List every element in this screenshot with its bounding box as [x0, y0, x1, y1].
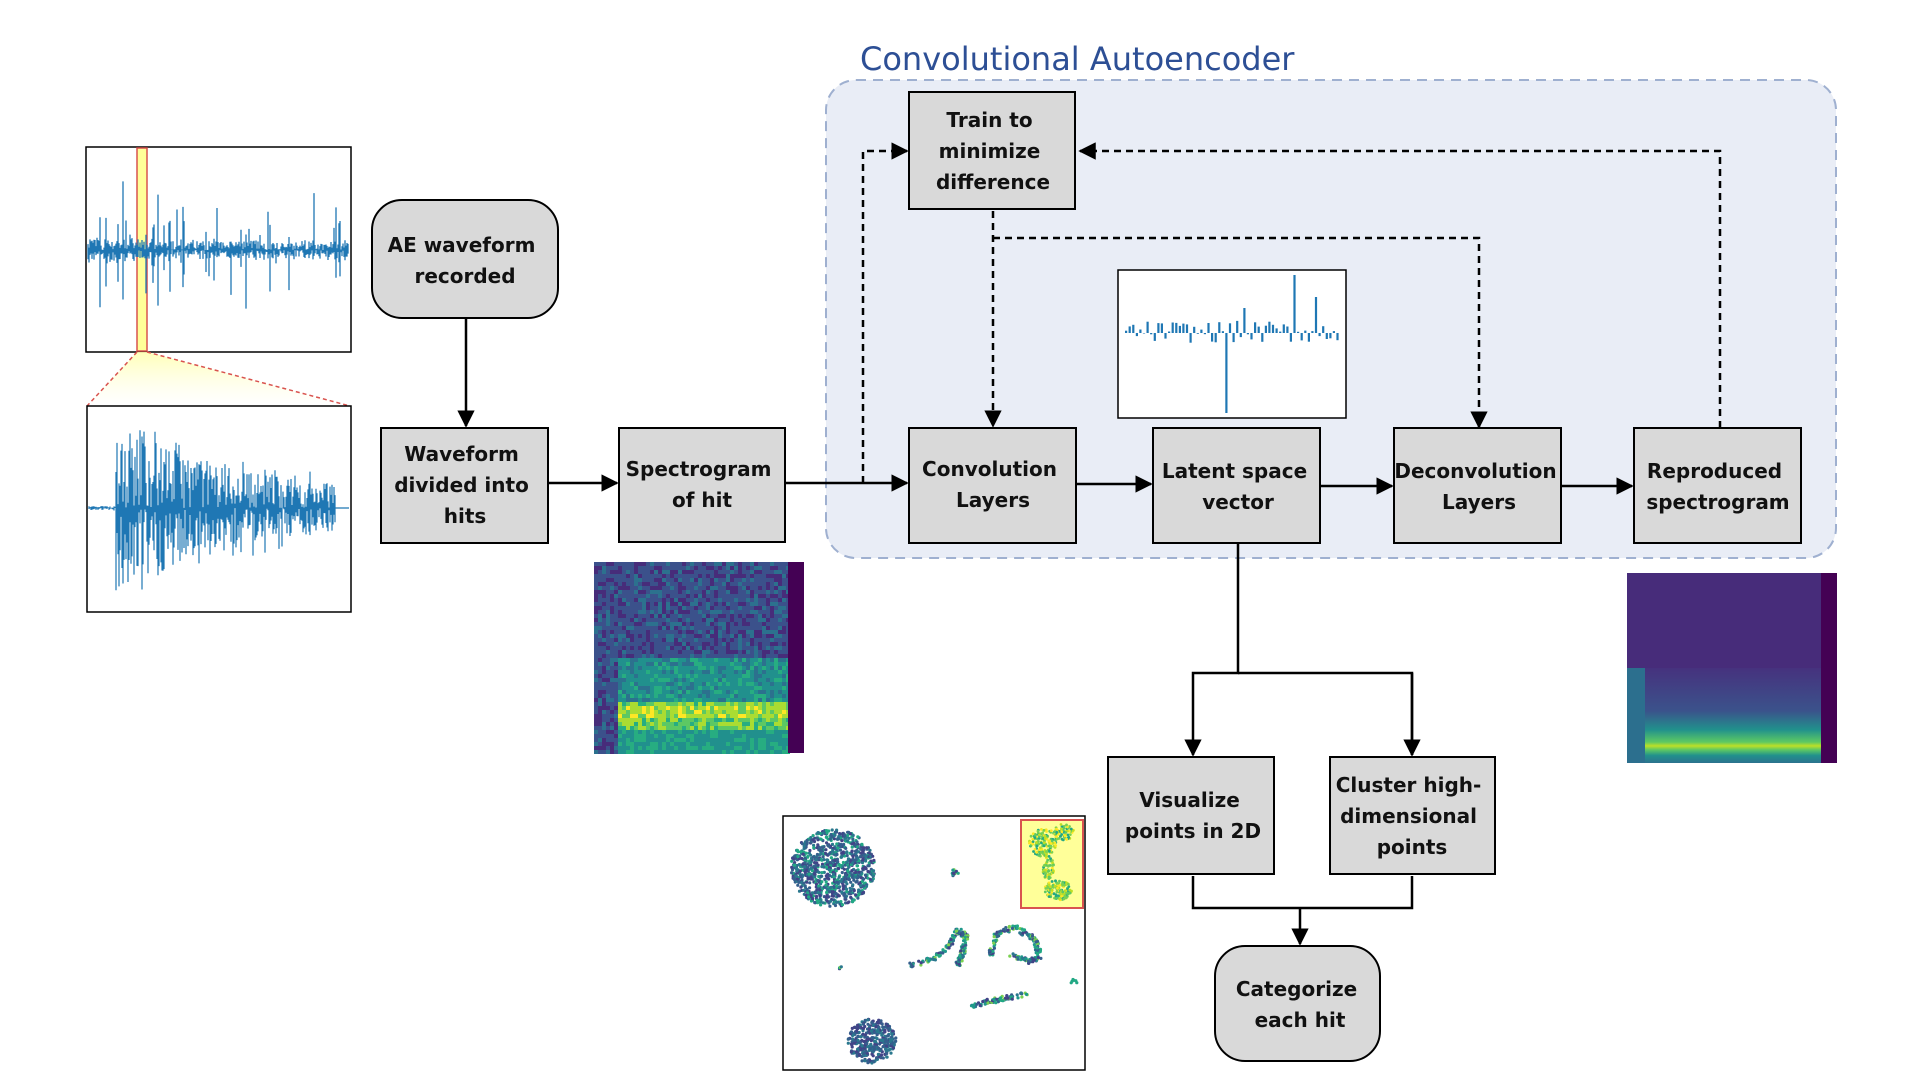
node-label: Reproduced spectrogram [1646, 459, 1789, 514]
node-label: Deconvolution Layers [1394, 459, 1563, 514]
node-ae-waveform: AE waveform recorded [371, 199, 559, 319]
node-reproduced: Reproduced spectrogram [1633, 427, 1802, 544]
connectors [457, 318, 1634, 946]
node-label: Categorize each hit [1236, 977, 1364, 1032]
node-cluster: Cluster high- dimensional points [1329, 756, 1496, 875]
node-label: Latent space vector [1162, 459, 1314, 514]
node-label: Train to minimize difference [936, 108, 1050, 194]
node-label: Waveform divided into hits [394, 442, 536, 528]
node-visualize: Visualize points in 2D [1107, 756, 1275, 875]
zoom-region [87, 352, 350, 406]
waveform-overview-plot [85, 146, 352, 353]
node-deconvolution: Deconvolution Layers [1393, 427, 1563, 544]
node-categorize: Categorize each hit [1214, 945, 1381, 1062]
latent-bars [1125, 275, 1339, 413]
node-label: Cluster high- dimensional points [1336, 773, 1489, 859]
node-latent: Latent space vector [1152, 427, 1321, 544]
waveform-hit-plot [86, 405, 352, 613]
node-label: Visualize points in 2D [1125, 788, 1261, 843]
latent-vector-plot [1117, 269, 1347, 419]
embedding-scatter-plot [782, 815, 1086, 1071]
group-title: Convolutional Autoencoder [860, 40, 1295, 78]
node-label: Spectrogram of hit [626, 457, 779, 512]
waveform-trace [87, 181, 349, 309]
node-train: Train to minimize difference [908, 91, 1076, 210]
node-convolution: Convolution Layers [908, 427, 1077, 544]
reproduced-spectrogram-image [1627, 573, 1837, 763]
node-waveform-hits: Waveform divided into hits [380, 427, 549, 544]
node-spectrogram: Spectrogram of hit [618, 427, 786, 543]
hit-waveform-trace [88, 430, 349, 591]
spectrogram-image [594, 562, 804, 754]
feedback-connectors [861, 142, 1722, 483]
node-label: AE waveform recorded [388, 233, 543, 288]
node-label: Convolution Layers [922, 457, 1064, 512]
